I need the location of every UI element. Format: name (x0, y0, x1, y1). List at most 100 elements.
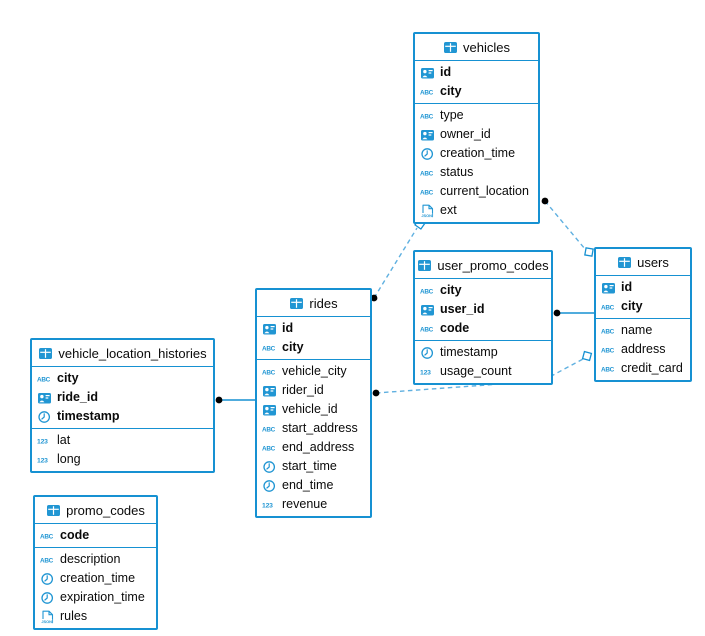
field-name: ride_id (57, 390, 98, 404)
table-header[interactable]: rides (257, 290, 370, 317)
svg-text:ABC: ABC (262, 345, 276, 352)
field-name: status (440, 165, 474, 179)
field-row-current_location[interactable]: ABC current_location (415, 182, 538, 201)
table-icon (38, 347, 53, 360)
field-row-creation_time[interactable]: creation_time (415, 144, 538, 163)
field-name: city (440, 84, 462, 98)
field-name: code (60, 528, 90, 542)
field-name: current_location (440, 184, 529, 198)
time-type-icon (420, 346, 436, 360)
field-name: id (440, 65, 452, 79)
svg-text:ABC: ABC (420, 170, 434, 177)
text-type-icon: ABC (420, 85, 436, 99)
svg-text:ABC: ABC (420, 288, 434, 295)
json-type-icon: JSON (420, 204, 436, 218)
field-row-code[interactable]: ABC code (35, 526, 156, 545)
field-row-ride_id[interactable]: ride_id (32, 388, 213, 407)
field-name: start_time (282, 459, 337, 473)
field-row-vehicle_id[interactable]: vehicle_id (257, 400, 370, 419)
field-row-end_address[interactable]: ABC end_address (257, 438, 370, 457)
table-header[interactable]: vehicle_location_histories (32, 340, 213, 367)
many-end-dot (372, 389, 380, 397)
svg-text:ABC: ABC (40, 533, 54, 540)
svg-text:123: 123 (262, 502, 273, 509)
field-row-ext[interactable]: JSON ext (415, 201, 538, 220)
table-header[interactable]: vehicles (415, 34, 538, 61)
table-header[interactable]: user_promo_codes (415, 252, 551, 279)
field-row-expiration_time[interactable]: expiration_time (35, 588, 156, 607)
text-type-icon: ABC (420, 185, 436, 199)
id-type-icon (420, 66, 436, 80)
text-type-icon: ABC (40, 553, 56, 567)
field-row-timestamp[interactable]: timestamp (32, 407, 213, 426)
id-type-icon (262, 403, 278, 417)
field-row-id[interactable]: id (415, 63, 538, 82)
field-name: id (621, 280, 633, 294)
field-row-start_address[interactable]: ABC start_address (257, 419, 370, 438)
field-name: start_address (282, 421, 358, 435)
field-row-timestamp[interactable]: timestamp (415, 343, 551, 362)
field-row-owner_id[interactable]: owner_id (415, 125, 538, 144)
table-header[interactable]: promo_codes (35, 497, 156, 524)
field-row-id[interactable]: id (596, 278, 690, 297)
field-name: timestamp (440, 345, 498, 359)
table-header[interactable]: users (596, 249, 690, 276)
field-row-rider_id[interactable]: rider_id (257, 381, 370, 400)
field-row-status[interactable]: ABC status (415, 163, 538, 182)
text-type-icon: ABC (262, 365, 278, 379)
field-row-creation_time[interactable]: creation_time (35, 569, 156, 588)
field-row-start_time[interactable]: start_time (257, 457, 370, 476)
table-icon (617, 256, 632, 269)
field-row-end_time[interactable]: end_time (257, 476, 370, 495)
time-type-icon (262, 460, 278, 474)
field-name: end_address (282, 440, 355, 454)
text-type-icon: ABC (40, 529, 56, 543)
svg-text:ABC: ABC (262, 426, 276, 433)
svg-text:123: 123 (420, 369, 431, 376)
svg-text:ABC: ABC (262, 445, 276, 452)
field-name: name (621, 323, 653, 337)
svg-text:ABC: ABC (420, 89, 434, 96)
primary-key-section: ABC code (35, 524, 156, 547)
field-row-city[interactable]: ABC city (415, 82, 538, 101)
number-type-icon: 123 (420, 365, 436, 379)
field-row-id[interactable]: id (257, 319, 370, 338)
field-row-user_id[interactable]: user_id (415, 300, 551, 319)
time-type-icon (40, 591, 56, 605)
field-name: timestamp (57, 409, 120, 423)
time-type-icon (37, 410, 53, 424)
field-name: ext (440, 203, 457, 217)
one-end-diamond (581, 350, 593, 362)
field-name: type (440, 108, 464, 122)
json-type-icon: JSON (40, 610, 56, 624)
field-name: long (57, 452, 81, 466)
id-type-icon (420, 128, 436, 142)
